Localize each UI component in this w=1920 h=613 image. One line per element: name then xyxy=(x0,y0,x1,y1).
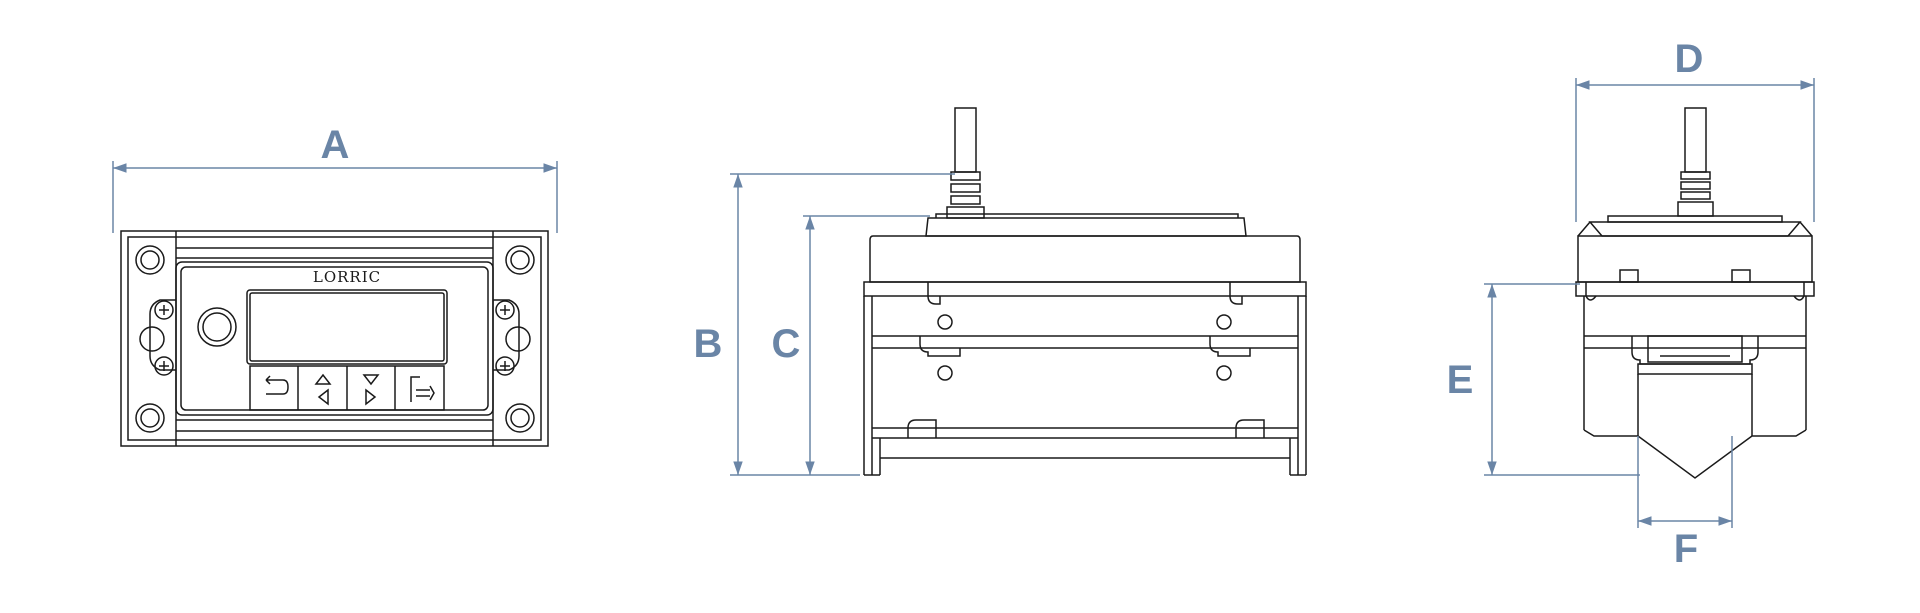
cable xyxy=(1684,107,1707,173)
dimension-e xyxy=(1484,283,1640,476)
dimension-label-f: F xyxy=(1674,527,1698,571)
dimension-label-e: E xyxy=(1447,358,1474,402)
tab-screw-icon xyxy=(154,300,174,320)
dimension-label-c: C xyxy=(772,322,801,366)
dimension-label-a: A xyxy=(321,123,350,167)
side-view xyxy=(863,107,1307,476)
dimension-b xyxy=(730,173,955,476)
dimension-label-d: D xyxy=(1675,37,1704,81)
dimension-f xyxy=(1637,436,1733,528)
front-view xyxy=(120,230,549,447)
end-view xyxy=(1575,107,1815,479)
corner-screw-icon xyxy=(505,403,535,433)
dimension-d xyxy=(1575,78,1815,222)
enter-icon xyxy=(410,376,435,402)
cable xyxy=(954,107,977,173)
corner-screw-icon xyxy=(135,403,165,433)
tab-screw-icon xyxy=(154,356,174,376)
dimension-label-b: B xyxy=(694,322,723,366)
brand-logo: LORRIC xyxy=(313,268,381,286)
dimension-c xyxy=(803,215,930,475)
tab-screw-icon xyxy=(495,356,515,376)
corner-screw-icon xyxy=(505,245,535,275)
status-led xyxy=(197,307,237,347)
back-arrow-icon xyxy=(265,375,289,395)
up-left-arrow-icon xyxy=(314,373,332,406)
tab-screw-icon xyxy=(495,300,515,320)
lcd-screen xyxy=(246,289,448,365)
dimension-a xyxy=(112,161,558,233)
corner-screw-icon xyxy=(135,245,165,275)
down-right-arrow-icon xyxy=(362,374,380,406)
